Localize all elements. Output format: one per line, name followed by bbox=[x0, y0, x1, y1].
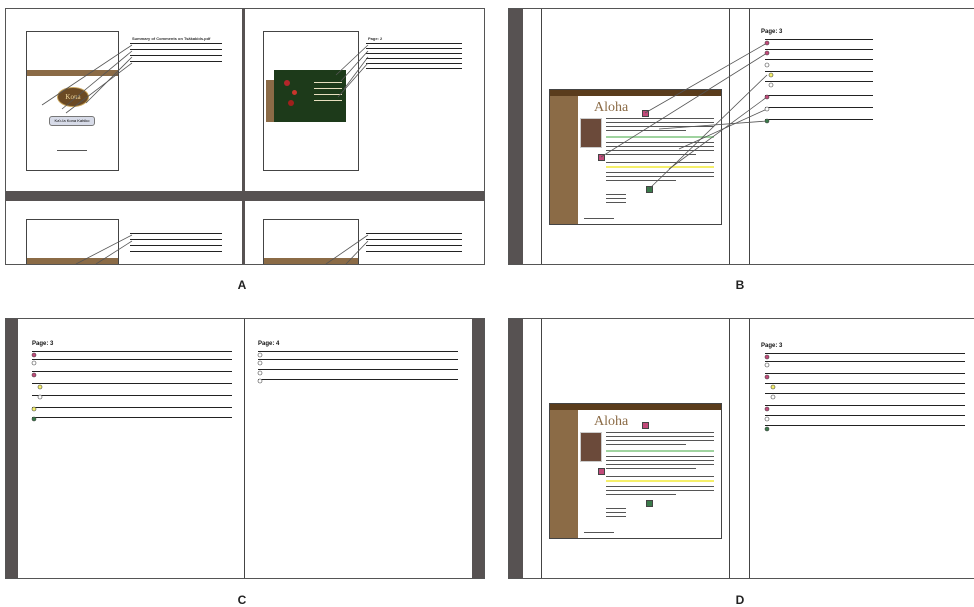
comment-markers bbox=[6, 319, 484, 578]
comment-markers bbox=[509, 319, 974, 578]
panel-label-c: C bbox=[222, 593, 262, 607]
panel-label-d: D bbox=[720, 593, 760, 607]
panel-label-b: B bbox=[720, 278, 760, 292]
connector-lines bbox=[6, 9, 484, 264]
panel-b: Aloha Page: 3 bbox=[508, 8, 974, 265]
panel-d: Aloha Page: 3 bbox=[508, 318, 974, 579]
connector-lines bbox=[509, 9, 974, 264]
panel-a: Kona Kaʻuʻa Kona Kahiko Summary of Comme… bbox=[5, 8, 485, 265]
panel-c: Page: 3 Page: 4 bbox=[5, 318, 485, 579]
panel-label-a: A bbox=[222, 278, 262, 292]
